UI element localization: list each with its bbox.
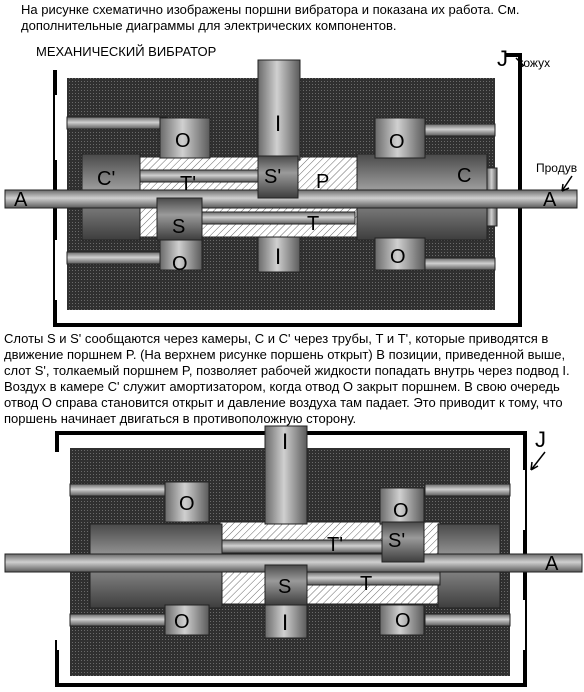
- outlet-label: O: [175, 130, 191, 152]
- slot-upper: [381, 521, 425, 563]
- outlet-label: O: [179, 493, 195, 515]
- tube-upper: [221, 539, 388, 554]
- tube-upper: [139, 169, 261, 183]
- slot-lower-label: S: [172, 216, 185, 238]
- casing-letter: J: [535, 427, 546, 452]
- casing-letter: J: [497, 46, 508, 71]
- slot-upper-label: S': [388, 530, 405, 552]
- outlet-box: [374, 237, 426, 271]
- outlet-label: O: [390, 246, 406, 268]
- chamber-right-label: C: [457, 165, 471, 187]
- outlet-label: O: [395, 610, 411, 632]
- outlet-box: [379, 604, 425, 636]
- chamber-left-label: C': [97, 168, 115, 190]
- inlet-label: I: [282, 429, 288, 454]
- tube-upper-label: T': [180, 173, 196, 195]
- casing-word: кожух: [518, 56, 550, 70]
- inlet-label: I: [282, 610, 288, 635]
- casing-pointer: [515, 57, 525, 67]
- bottom-diagram: I I O O O O T' S' S T A J: [4, 425, 583, 687]
- slot-upper-label: S': [264, 166, 281, 188]
- blowdown-label: Продув: [536, 161, 577, 175]
- inlet-label: I: [275, 244, 281, 269]
- tube-lower: [304, 571, 441, 586]
- outlet-box: [159, 117, 211, 159]
- slot-upper: [257, 155, 299, 199]
- diagram-title: МЕХАНИЧЕСКИЙ ВИБРАТОР: [36, 44, 217, 59]
- blowdown-arrow: [561, 175, 573, 192]
- inlet-column: [257, 59, 301, 161]
- outlet-label: O: [393, 500, 409, 522]
- tube-upper-label: T': [327, 534, 343, 556]
- outlet-label: O: [174, 611, 190, 633]
- outlet-box: [164, 481, 210, 523]
- slot-lower: [156, 197, 203, 241]
- rod-end-label: A: [14, 189, 28, 211]
- slot-lower-label: S: [278, 576, 291, 598]
- outlet-label: O: [172, 253, 188, 275]
- rod-end-label: A: [545, 553, 559, 575]
- tube-lower: [199, 211, 356, 225]
- tube-lower-label: T: [360, 573, 372, 595]
- inlet-label: I: [275, 111, 281, 136]
- top-diagram: I I O O O O C' C T' S' P S T A A J кожух…: [4, 46, 578, 327]
- outlet-label: O: [389, 131, 405, 153]
- tube-lower-label: T: [307, 213, 319, 235]
- description-text: Слоты S и S' сообщаются через камеры, C …: [4, 331, 570, 426]
- rod-end-label: A: [543, 189, 557, 211]
- outlet-box: [374, 117, 426, 159]
- outlet-box: [159, 237, 203, 271]
- inlet-column: [264, 425, 308, 525]
- casing-pointer: [530, 451, 546, 471]
- intro-text: На рисунке схематично изображены поршни …: [21, 2, 520, 33]
- outlet-box: [164, 604, 210, 636]
- slot-lower: [264, 564, 308, 606]
- piston-label: P: [316, 171, 329, 193]
